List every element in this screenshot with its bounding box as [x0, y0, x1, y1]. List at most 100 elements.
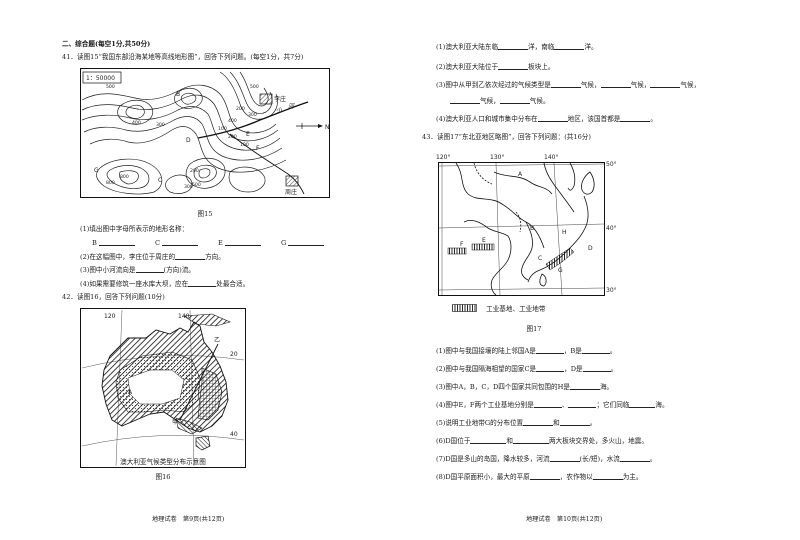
map-letter-c: C	[158, 177, 162, 184]
q43-part8-tail: 为主。	[622, 473, 643, 481]
answer-blank-sea-ef[interactable]	[629, 400, 656, 408]
answer-blank-climate-2[interactable]	[600, 80, 631, 88]
town-zhouzhuang-symbol	[285, 175, 299, 187]
option-e-label: E	[218, 239, 223, 247]
answer-blank-base-f[interactable]	[568, 400, 597, 408]
answer-blank-plate-1[interactable]	[470, 436, 507, 444]
answer-blank-plate[interactable]	[498, 62, 529, 70]
answer-blank-capital[interactable]	[620, 114, 651, 122]
river-label-2: 河	[288, 103, 295, 110]
q42-part3-cont: 气候，气候。	[450, 96, 550, 106]
q42-part4-tail: 。	[650, 115, 657, 123]
legend-industrial-swatch	[452, 304, 477, 312]
contour-lines	[81, 71, 287, 195]
answer-blank-location-2[interactable]	[559, 418, 590, 426]
answer-blank-base-e[interactable]	[533, 400, 562, 408]
q41-part2: (2)在这幅图中，李庄位于周庄的 方向。	[80, 252, 225, 262]
contour-label: 300	[156, 122, 165, 128]
answer-blank-dam[interactable]	[188, 279, 217, 287]
q43-part7-text: (7)D国是多山的岛国，降水较多，河流	[436, 455, 550, 463]
q41-part2-text: (2)在这幅图中，李庄位于周庄的	[80, 253, 176, 261]
contour-label: 300	[184, 184, 193, 190]
answer-blank-climate-5[interactable]	[499, 96, 530, 104]
answer-blank-sea-h[interactable]	[569, 382, 600, 390]
answer-blank-flow[interactable]	[135, 265, 164, 273]
q43-part4-text: (4)图中E，F两个工业基地分别是	[436, 401, 534, 409]
q43-part8-text: (8)D国平原面积小，最大的平原	[436, 473, 530, 481]
answer-blank-river-flow[interactable]	[619, 454, 650, 462]
figure-16-australia-map: 120 140 20 40 A C 乙 甲	[80, 308, 246, 468]
answer-blank-plate-2[interactable]	[513, 436, 550, 444]
figure-15-contour-map: 1：50000	[80, 68, 330, 198]
tasmania	[195, 435, 211, 451]
map-letter-d: D	[186, 137, 191, 144]
answer-blank-river-length[interactable]	[549, 454, 580, 462]
section-title: 二、综合题(每空1分,共50分)	[62, 40, 151, 48]
q43-part7-tail: 。	[649, 455, 657, 463]
q42-part3: (3)图中从甲到乙依次经过的气候类型是气候，气候，气候，	[436, 80, 700, 90]
q43-part2-tail: 。	[610, 365, 618, 373]
q41-part3-text: (3)图中小河流向是	[80, 266, 136, 274]
answer-blank-location-1[interactable]	[523, 418, 554, 426]
q43-part7: (7)D国是多山的岛国，降水较多，河流(长/短)，水流。	[436, 454, 656, 464]
q43-part1-text: (1)图中与我国接壤的陆上邻国A是	[436, 347, 536, 355]
lon-120-label: 120°	[436, 154, 450, 161]
answer-blank-b[interactable]	[98, 238, 135, 246]
contour-label: 300	[248, 112, 257, 118]
answer-blank-crop[interactable]	[592, 472, 623, 480]
map-letter-f: F	[256, 145, 260, 152]
answer-blank-g[interactable]	[288, 238, 325, 246]
interior-zone	[127, 369, 185, 405]
industrial-belt-g	[545, 247, 575, 271]
answer-blank-east-ocean[interactable]	[498, 42, 529, 50]
q41-options-row: B C E G	[92, 238, 344, 248]
q42-part3-s1: 气候，	[580, 81, 601, 89]
answer-blank-country-d[interactable]	[582, 364, 611, 372]
right-page-footer: 地理试卷 第10页(共12页)	[526, 516, 603, 523]
map-letter-d: D	[588, 245, 593, 252]
answer-blank-climate-4[interactable]	[450, 96, 480, 104]
answer-blank-climate-1[interactable]	[550, 80, 581, 88]
answer-blank-climate-3[interactable]	[650, 80, 681, 88]
lat-40-label: 40°	[606, 225, 617, 232]
answer-blank-c[interactable]	[162, 238, 199, 246]
contour-label: 400	[132, 120, 141, 126]
town-lizhuang-symbol	[259, 93, 273, 105]
answer-blank-region[interactable]	[537, 114, 568, 122]
road-line	[229, 133, 305, 195]
q42-part3-s3: 气候，	[680, 81, 701, 89]
q43-part1-tail: 。	[609, 347, 617, 355]
q42-part1: (1)澳大利亚大陆东临洋，南临洋。	[436, 42, 598, 52]
q42-part2-tail: 板块上。	[528, 63, 555, 71]
figure-15-caption: 图15	[197, 210, 213, 218]
q42-part3-text: (3)图中从甲到乙依次经过的气候类型是	[436, 81, 551, 89]
question-41-stem: 41．读图15“我国东部沿海某地等高线地形图”，回答下列问题。(每空1分，共7分…	[62, 53, 304, 61]
answer-blank-direction[interactable]	[175, 252, 206, 260]
q43-part6-mid: 和	[506, 437, 514, 445]
answer-blank-south-ocean[interactable]	[554, 42, 585, 50]
q43-part5-mid: 和	[553, 419, 560, 427]
q43-part4: (4)图中E，F两个工业基地分别是、；它们同临海。	[436, 400, 669, 410]
map-letter-h: H	[562, 229, 567, 236]
map-scale-label: 1：50000	[86, 75, 115, 82]
answer-blank-country-b[interactable]	[581, 346, 610, 354]
q42-part4-text: (4)澳大利亚人口和城市集中分布在	[436, 115, 538, 123]
q41-part3: (3)图中小河流向是 (方向)流。	[80, 265, 195, 275]
answer-blank-country-a[interactable]	[535, 346, 564, 354]
figure-17-caption: 图17	[526, 325, 542, 333]
answer-blank-plain[interactable]	[529, 472, 560, 480]
q41-part3-tail: (方向)流。	[163, 266, 196, 274]
q42-part4: (4)澳大利亚人口和城市集中分布在地区，该国首都是。	[436, 114, 657, 124]
lon-140-label: 140	[178, 313, 190, 320]
map-letter-a: A	[128, 389, 133, 396]
answer-blank-country-c[interactable]	[536, 364, 565, 372]
map-letter-c: C	[186, 375, 190, 382]
option-c-label: C	[155, 239, 161, 247]
q43-part5-tail: 。	[589, 419, 597, 427]
q42-part2-text: (2)澳大利亚大陆位于	[436, 63, 499, 71]
q43-part4-sep: 、	[561, 401, 569, 409]
q41-part2-tail: 方向。	[205, 253, 225, 261]
q43-part8: (8)D国平原面积小，最大的平原，农作物以为主。	[436, 472, 643, 482]
answer-blank-e[interactable]	[224, 238, 261, 246]
industrial-zone-f	[471, 243, 495, 251]
